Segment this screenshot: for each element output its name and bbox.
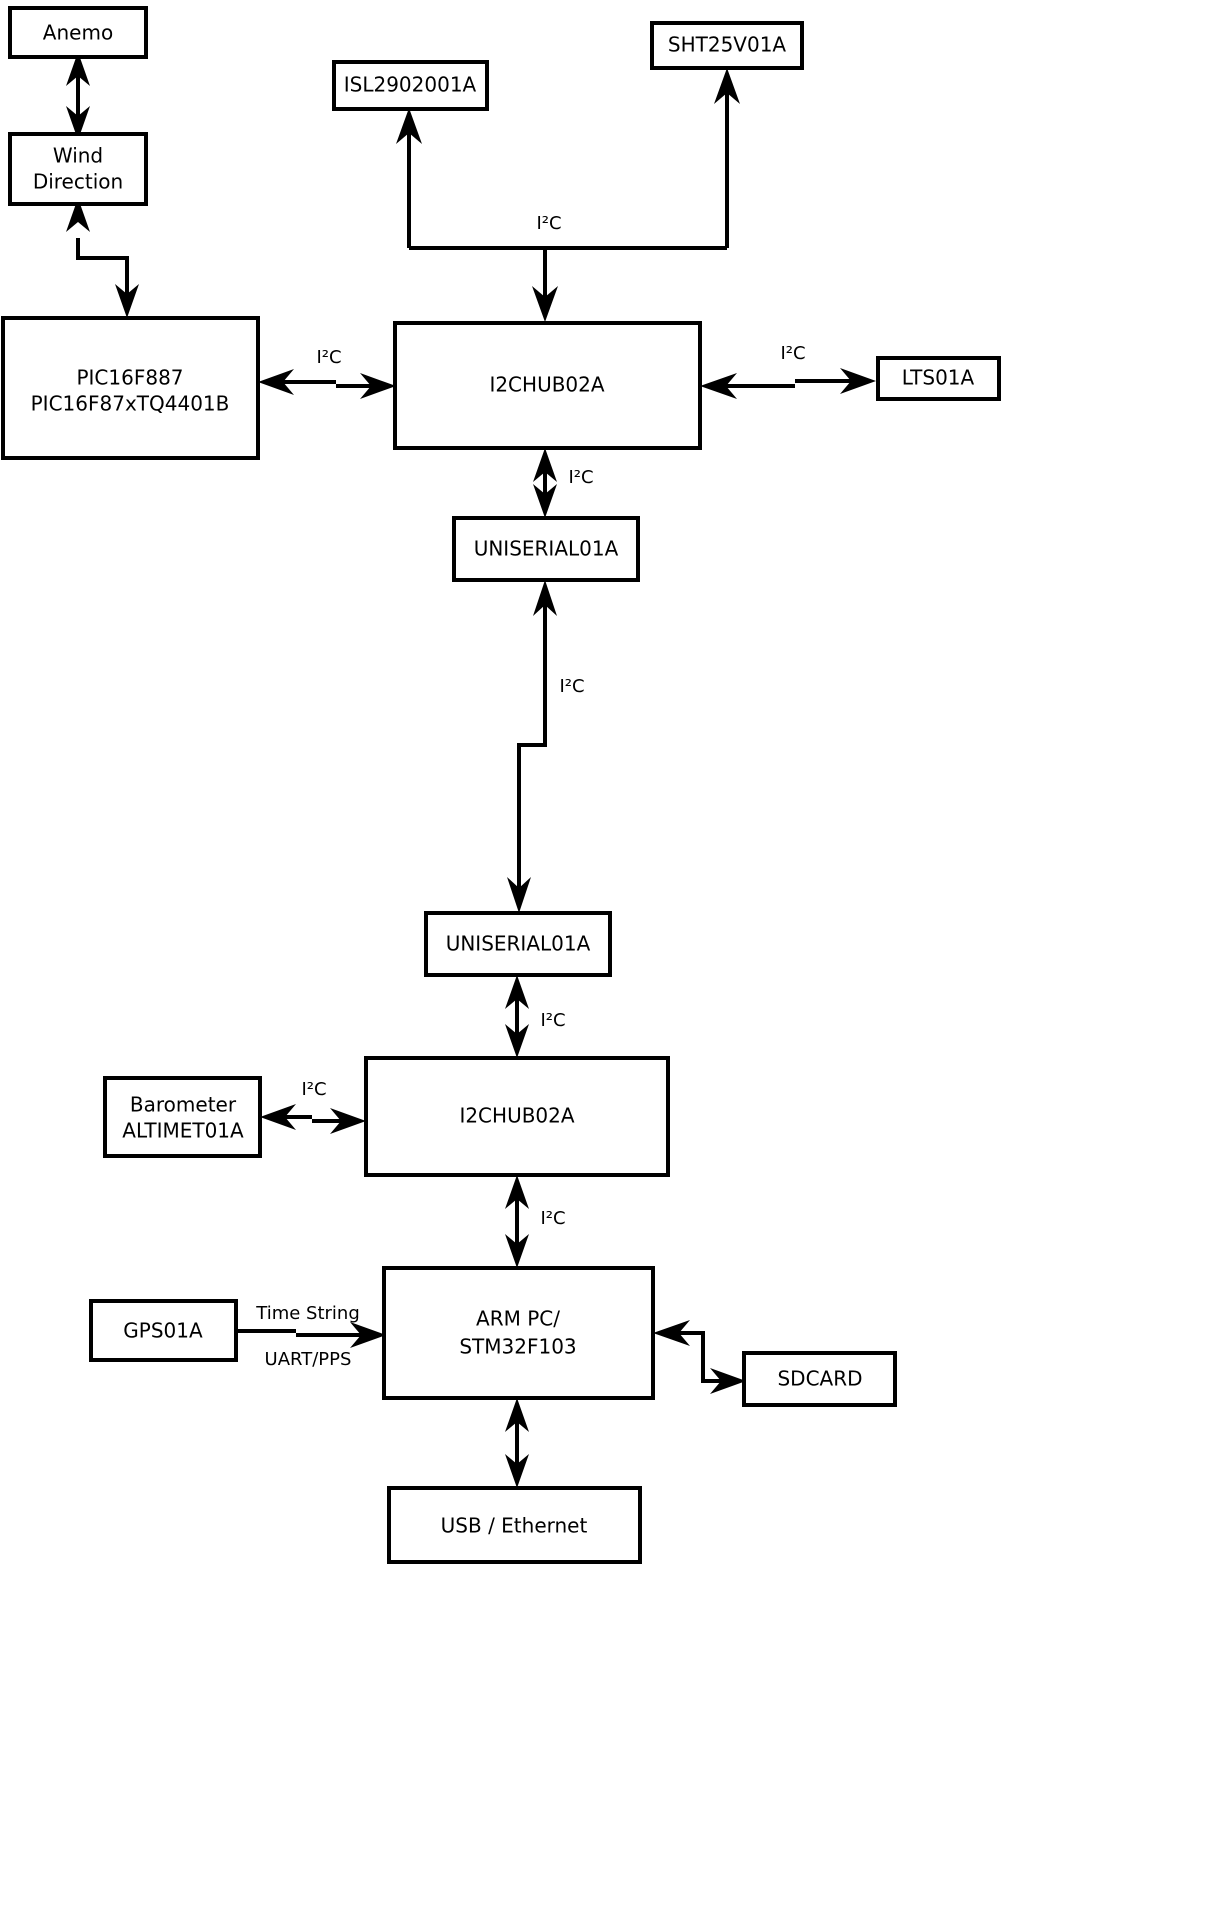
node-barometer-label-line2: ALTIMET01A — [122, 1119, 244, 1143]
edge-label-pic-hub: I²C — [316, 347, 341, 368]
node-i2chub02a-bottom-label: I2CHUB02A — [459, 1104, 574, 1128]
node-lts01a-label: LTS01A — [902, 366, 975, 390]
edge-label-barometer-hub: I²C — [301, 1079, 326, 1100]
node-uniserial01a-lower-label: UNISERIAL01A — [446, 932, 591, 956]
node-uniserial01a-lower[interactable]: UNISERIAL01A — [424, 911, 612, 977]
edge-label-gps-time-string: Time String — [255, 1303, 360, 1324]
edge-label-hub-lts: I²C — [780, 343, 805, 364]
node-arm-pc-label-line2: STM32F103 — [459, 1335, 576, 1359]
node-i2chub02a-bottom[interactable]: I2CHUB02A — [364, 1056, 670, 1177]
node-wind-direction[interactable]: Wind Direction — [8, 132, 148, 206]
edge-label-hub-armpc: I²C — [540, 1208, 565, 1229]
node-anemo-label: Anemo — [43, 21, 113, 45]
node-sdcard[interactable]: SDCARD — [742, 1351, 897, 1407]
node-uniserial01a-upper-label: UNISERIAL01A — [474, 537, 619, 561]
edge-label-uniserial-hub-bottom: I²C — [540, 1010, 565, 1031]
node-sht25v01a-label: SHT25V01A — [668, 33, 787, 57]
node-i2chub02a-top-label: I2CHUB02A — [489, 373, 604, 397]
node-barometer-altimet01a[interactable]: Barometer ALTIMET01A — [103, 1076, 262, 1158]
connector-uniserial-hubbottom — [505, 975, 529, 1058]
connector-pic-hubtop — [258, 369, 396, 399]
node-wind-direction-label-line1: Wind — [53, 144, 103, 168]
node-pic16f887-label-line2: PIC16F87xTQ4401B — [31, 392, 230, 416]
node-arm-pc-stm32f103[interactable]: ARM PC/ STM32F103 — [382, 1266, 655, 1400]
connector-barometer-hub — [260, 1104, 366, 1134]
node-arm-pc-label-line1: ARM PC/ — [476, 1307, 560, 1331]
node-i2chub02a-top[interactable]: I2CHUB02A — [393, 321, 702, 450]
connector-i2c-top-bus — [396, 68, 740, 322]
node-isl2902001a[interactable]: ISL2902001A — [332, 60, 489, 111]
edge-label-hub-uniserial: I²C — [568, 467, 593, 488]
node-isl2902001a-label: ISL2902001A — [344, 73, 477, 97]
connector-armpc-sdcard — [653, 1320, 746, 1394]
edge-label-bus-top: I²C — [536, 213, 561, 234]
connector-gps-armpc — [236, 1322, 386, 1348]
connector-hubtop-uniserial — [533, 448, 557, 518]
node-sdcard-label: SDCARD — [777, 1367, 862, 1391]
node-uniserial01a-upper[interactable]: UNISERIAL01A — [452, 516, 640, 582]
edge-label-gps-uart-pps: UART/PPS — [265, 1349, 352, 1370]
node-anemo[interactable]: Anemo — [8, 6, 148, 59]
node-gps01a-label: GPS01A — [123, 1319, 203, 1343]
connector-anemo-wind — [66, 52, 90, 140]
connector-pic-wind — [66, 198, 139, 318]
connector-hubtop-lts — [700, 368, 876, 399]
node-usb-ethernet[interactable]: USB / Ethernet — [387, 1486, 642, 1564]
node-pic16f887-label-line1: PIC16F887 — [76, 366, 183, 390]
connector-uniserial-link — [507, 580, 557, 913]
node-lts01a[interactable]: LTS01A — [876, 356, 1001, 401]
node-sht25v01a[interactable]: SHT25V01A — [650, 21, 804, 70]
node-usb-ethernet-label: USB / Ethernet — [441, 1514, 588, 1538]
connector-armpc-usbeth — [505, 1398, 529, 1488]
connector-hubbottom-armpc — [505, 1175, 529, 1268]
node-gps01a[interactable]: GPS01A — [89, 1299, 238, 1362]
node-pic16f887[interactable]: PIC16F887 PIC16F87xTQ4401B — [1, 316, 260, 460]
node-barometer-label-line1: Barometer — [130, 1093, 237, 1117]
node-wind-direction-label-line2: Direction — [33, 170, 123, 194]
edge-label-uniserial-link: I²C — [559, 676, 584, 697]
